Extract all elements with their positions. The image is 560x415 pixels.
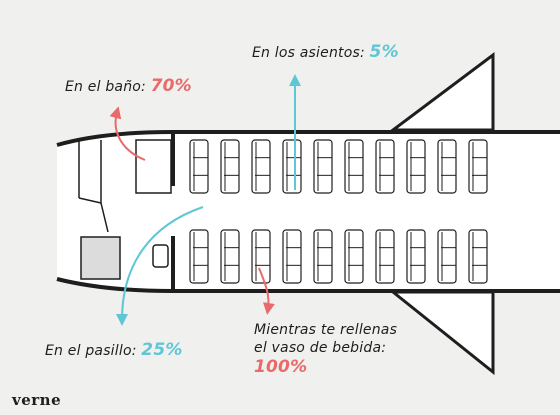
arrow-to-bathroom-icon bbox=[109, 106, 146, 161]
seat bbox=[375, 139, 395, 194]
verne-logo: verne bbox=[12, 391, 62, 409]
fuselage-outline bbox=[56, 130, 560, 293]
arrow-down-icon bbox=[258, 267, 275, 315]
seat bbox=[220, 229, 240, 284]
refill-label-line2: el vaso de bebida: bbox=[254, 340, 387, 356]
seats-label-text: En los asientos: bbox=[252, 45, 365, 61]
seat bbox=[282, 139, 302, 194]
arrow-to-aisle-icon bbox=[116, 206, 204, 326]
seat bbox=[313, 139, 333, 194]
seat bbox=[313, 229, 333, 284]
galley-bottom bbox=[80, 236, 169, 280]
bathroom-top bbox=[78, 139, 172, 233]
seat bbox=[375, 229, 395, 284]
seats-label: En los asientos: 5% bbox=[252, 42, 399, 62]
seat bbox=[344, 139, 364, 194]
seat bbox=[468, 139, 488, 194]
seat bbox=[189, 229, 209, 284]
bathroom-percentage: 70% bbox=[150, 76, 192, 96]
seat bbox=[189, 139, 209, 194]
seat bbox=[344, 229, 364, 284]
seat bbox=[437, 229, 457, 284]
seat bbox=[251, 229, 271, 284]
bathroom-label: En el baño: 70% bbox=[65, 76, 192, 96]
seat bbox=[251, 139, 271, 194]
bathroom-label-text: En el baño: bbox=[65, 79, 146, 95]
fuselage bbox=[57, 132, 560, 291]
aisle-label: En el pasillo: 25% bbox=[45, 340, 183, 360]
seat bbox=[406, 229, 426, 284]
seat bbox=[282, 229, 302, 284]
seats-percentage: 5% bbox=[369, 42, 399, 62]
refill-percentage: 100% bbox=[254, 357, 308, 377]
seat bbox=[468, 229, 488, 284]
refill-label-line1: Mientras te rellenas bbox=[254, 322, 398, 338]
seat bbox=[437, 139, 457, 194]
refill-label: Mientras te rellenas el vaso de bebida: … bbox=[254, 321, 397, 376]
aisle-label-text: En el pasillo: bbox=[45, 343, 137, 359]
aisle-percentage: 25% bbox=[141, 340, 183, 360]
seat bbox=[220, 139, 240, 194]
seat-rows bbox=[189, 139, 488, 284]
seat bbox=[406, 139, 426, 194]
